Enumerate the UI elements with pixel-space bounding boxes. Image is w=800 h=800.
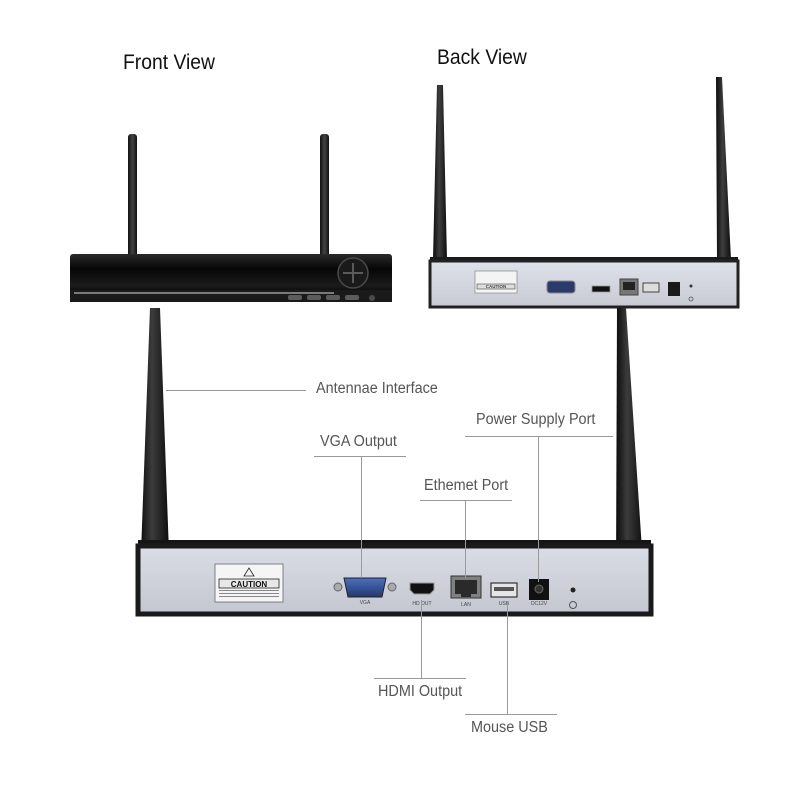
vga-leader-line xyxy=(361,456,362,578)
back-panel-large: CAUTION VGA HD OUT LAN USB DC12V xyxy=(130,300,660,620)
ethernet-leader-line xyxy=(465,500,466,578)
back-right-antenna xyxy=(716,77,731,260)
front-view-device xyxy=(60,130,400,310)
usb-port-label: USB xyxy=(498,601,510,607)
back-view-device: CAUTION xyxy=(425,75,745,315)
front-device-body xyxy=(70,254,392,296)
power-leader-line xyxy=(538,436,539,582)
caution-label: CAUTION xyxy=(230,580,268,589)
front-view-title: Front View xyxy=(123,51,215,74)
ethernet-underline xyxy=(420,500,512,501)
front-left-antenna xyxy=(128,134,137,258)
hdmi-port-label: HD OUT xyxy=(412,601,432,607)
hdmi-leader-line xyxy=(421,600,422,678)
large-back-illustration xyxy=(135,308,654,617)
antennae-interface-label: Antennae Interface xyxy=(316,380,438,397)
power-underline xyxy=(465,436,613,437)
back-device-illustration xyxy=(428,77,740,309)
power-supply-label: Power Supply Port xyxy=(476,411,596,428)
front-device-illustration xyxy=(70,134,392,302)
large-right-antenna xyxy=(616,308,644,580)
back-view-title: Back View xyxy=(437,46,527,69)
large-left-antenna xyxy=(140,308,170,580)
back-caution-text: CAUTION xyxy=(485,284,507,289)
usb-leader-line xyxy=(507,602,508,714)
ethernet-port-label: Ethemet Port xyxy=(424,477,509,494)
vga-underline xyxy=(314,456,406,457)
vga-port-label: VGA xyxy=(359,600,371,606)
hdmi-overline xyxy=(374,678,466,679)
antennae-leader-line xyxy=(166,390,306,391)
mouse-usb-label: Mouse USB xyxy=(471,719,548,736)
back-left-antenna xyxy=(433,85,447,260)
lan-port-label: LAN xyxy=(461,602,471,608)
hdmi-output-label: HDMI Output xyxy=(378,683,463,700)
front-right-antenna xyxy=(320,134,329,258)
dc-port-label: DC12V xyxy=(530,601,548,607)
usb-overline xyxy=(465,714,557,715)
vga-output-label: VGA Output xyxy=(320,433,397,450)
